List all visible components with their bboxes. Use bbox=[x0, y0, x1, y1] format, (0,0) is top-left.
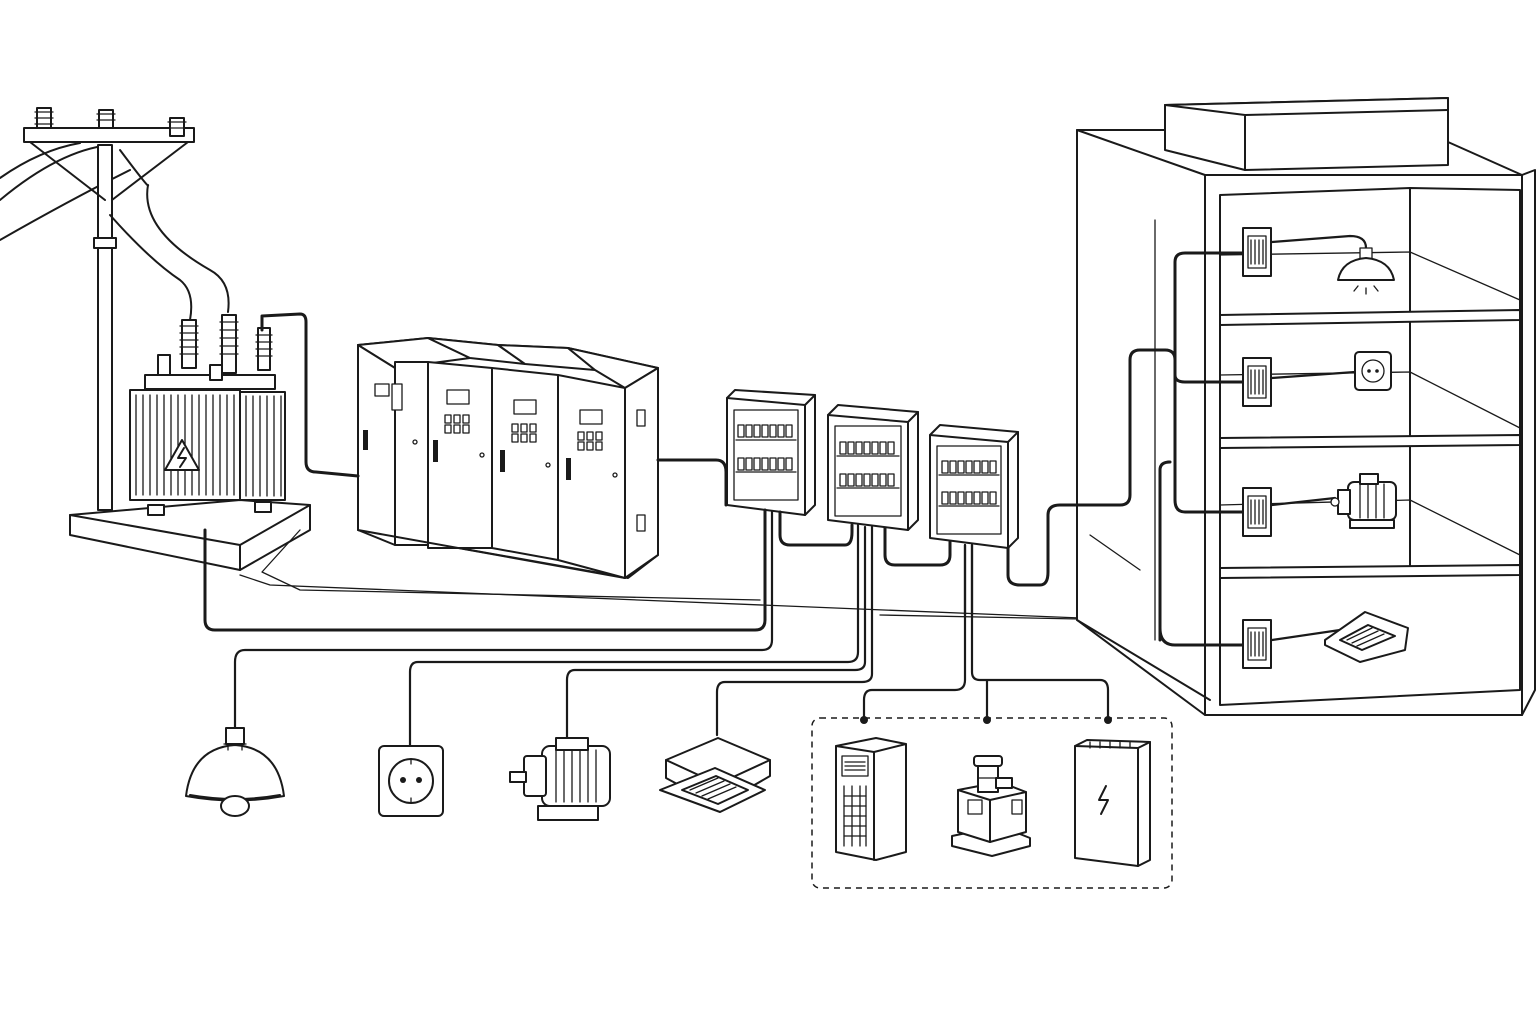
equipment-group-box bbox=[811, 717, 1173, 889]
breaker-panel-icon bbox=[827, 404, 919, 531]
electric-motor-icon bbox=[509, 737, 611, 821]
high-voltage-icon bbox=[164, 439, 200, 471]
pendant-lamp-icon bbox=[1337, 247, 1395, 295]
wall-socket-icon bbox=[378, 745, 444, 817]
junction-dot bbox=[860, 716, 1112, 724]
breaker-panel-icon bbox=[929, 424, 1019, 549]
floor-breaker-box bbox=[1242, 227, 1272, 277]
electric-motor-icon bbox=[1330, 473, 1397, 529]
server-rack-icon bbox=[835, 737, 907, 861]
breaker-panel-icon bbox=[726, 389, 816, 516]
building-icon bbox=[1076, 97, 1536, 716]
wall-socket-icon bbox=[1354, 351, 1392, 391]
ceiling-cassette-ac-icon bbox=[1324, 611, 1409, 663]
pendant-lamp-icon bbox=[185, 727, 285, 817]
battery-storage-icon bbox=[1074, 739, 1151, 867]
transformer-icon bbox=[69, 314, 311, 571]
floor-breaker-box bbox=[1242, 619, 1272, 669]
ceiling-cassette-ac-icon bbox=[659, 737, 771, 813]
floor-breaker-box bbox=[1242, 357, 1272, 407]
water-pump-icon bbox=[951, 755, 1031, 857]
utility-pole-icon bbox=[0, 107, 230, 511]
switchgear-cabinet-icon bbox=[357, 337, 659, 579]
floor-breaker-box bbox=[1242, 487, 1272, 537]
